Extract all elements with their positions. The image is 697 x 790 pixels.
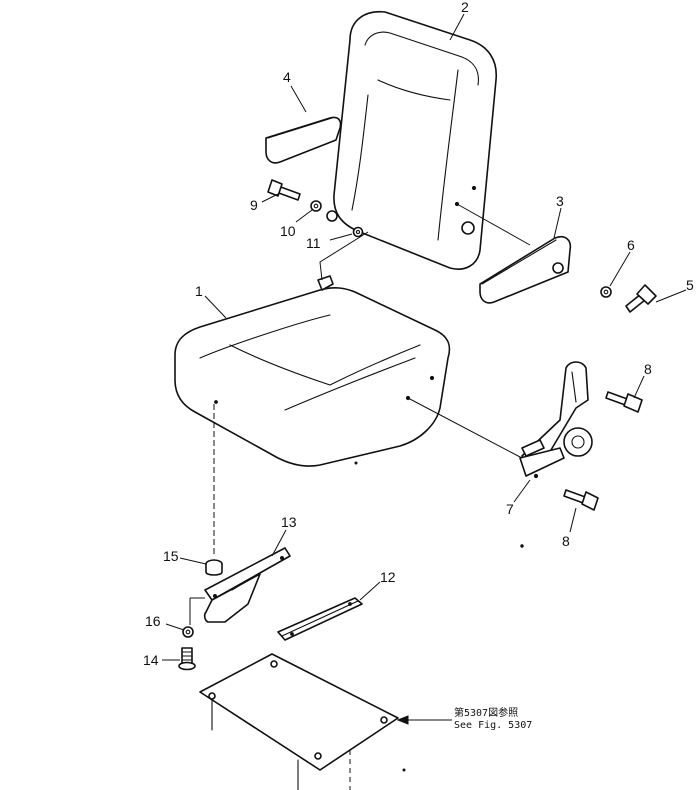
backrest-bolt-part-9 [267, 179, 301, 201]
callout-leaders [162, 13, 687, 661]
callout-1: 1 [195, 283, 203, 299]
callout-13: 13 [281, 514, 297, 530]
recline-bracket-part [519, 361, 593, 479]
assembly-line-backrest-right [456, 203, 531, 246]
washer-part-10 [310, 200, 322, 212]
callout-16: 16 [145, 613, 161, 629]
callout-12: 12 [380, 569, 396, 585]
assembly-line-backrest-seat [319, 231, 369, 281]
assembly-line-seat-bracket [407, 397, 523, 459]
washer-hole-11 [355, 229, 361, 235]
callout-8-lower: 8 [562, 533, 570, 549]
assembly-line-bolt-14 [189, 597, 205, 625]
mounting-bolt-part-14 [178, 647, 196, 671]
callout-8-upper: 8 [644, 361, 652, 377]
spacer-part-15 [205, 559, 223, 576]
washer-hole-10 [313, 203, 319, 209]
callout-6: 6 [627, 237, 635, 253]
left-armrest-part [265, 116, 342, 164]
callout-4: 4 [283, 69, 291, 85]
bracket-bolt-part-8-lower [563, 489, 599, 511]
scan-speck [520, 544, 524, 548]
callout-5: 5 [686, 277, 694, 293]
washer-hole-6 [603, 289, 609, 295]
seat-cushion-part [174, 275, 451, 467]
reference-note: 第5307図参照 See Fig. 5307 [396, 706, 532, 731]
reference-note-english: See Fig. 5307 [454, 720, 532, 731]
callout-9: 9 [250, 197, 258, 213]
callout-10: 10 [280, 223, 296, 239]
armrest-bolt-part-5 [625, 284, 657, 313]
slide-rail-part-12 [277, 597, 363, 641]
washer-part-11 [352, 226, 364, 238]
callout-11: 11 [306, 235, 321, 251]
reference-note-japanese: 第5307図参照 [454, 706, 518, 719]
callout-7: 7 [506, 501, 514, 517]
washer-hole-16 [185, 629, 191, 635]
slide-rail-part-13 [203, 547, 291, 623]
scan-speck [402, 768, 406, 772]
backrest-part [326, 11, 497, 270]
callout-3: 3 [556, 193, 564, 209]
scan-speck [354, 461, 358, 465]
callout-2: 2 [461, 0, 469, 15]
callout-15: 15 [163, 548, 179, 564]
washer-part-16 [182, 626, 194, 638]
base-plate [199, 653, 399, 790]
callout-14: 14 [143, 652, 159, 668]
right-armrest-part [479, 235, 572, 304]
washer-part-6 [600, 286, 612, 298]
bracket-bolt-part-8-upper [605, 391, 643, 413]
